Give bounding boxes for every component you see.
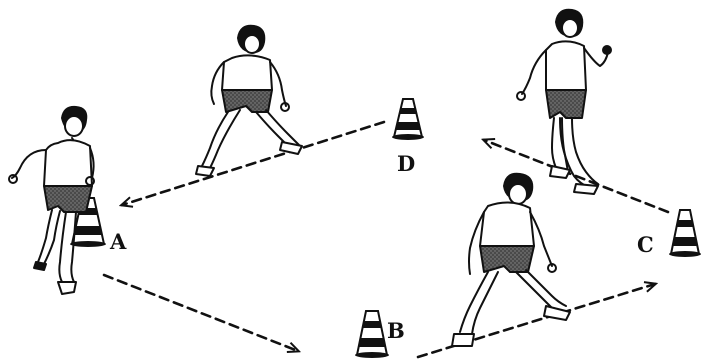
path-c-to-d	[484, 140, 670, 214]
path-b-to-c	[416, 284, 655, 359]
cone-b-icon	[355, 310, 389, 358]
player-d-icon	[195, 24, 303, 177]
cone-d-icon	[392, 98, 424, 140]
cone-label-a: A	[110, 229, 127, 254]
player-c-icon	[516, 8, 612, 195]
path-d-to-a	[122, 120, 386, 205]
cone-label-c: C	[637, 232, 654, 257]
cone-label-b: B	[387, 318, 405, 343]
cone-label-d: D	[397, 151, 416, 176]
cone-c-icon	[669, 209, 701, 257]
path-a-to-b	[102, 273, 298, 351]
player-a-icon	[8, 105, 95, 295]
player-b-icon	[451, 172, 571, 347]
movement-paths	[102, 120, 670, 359]
